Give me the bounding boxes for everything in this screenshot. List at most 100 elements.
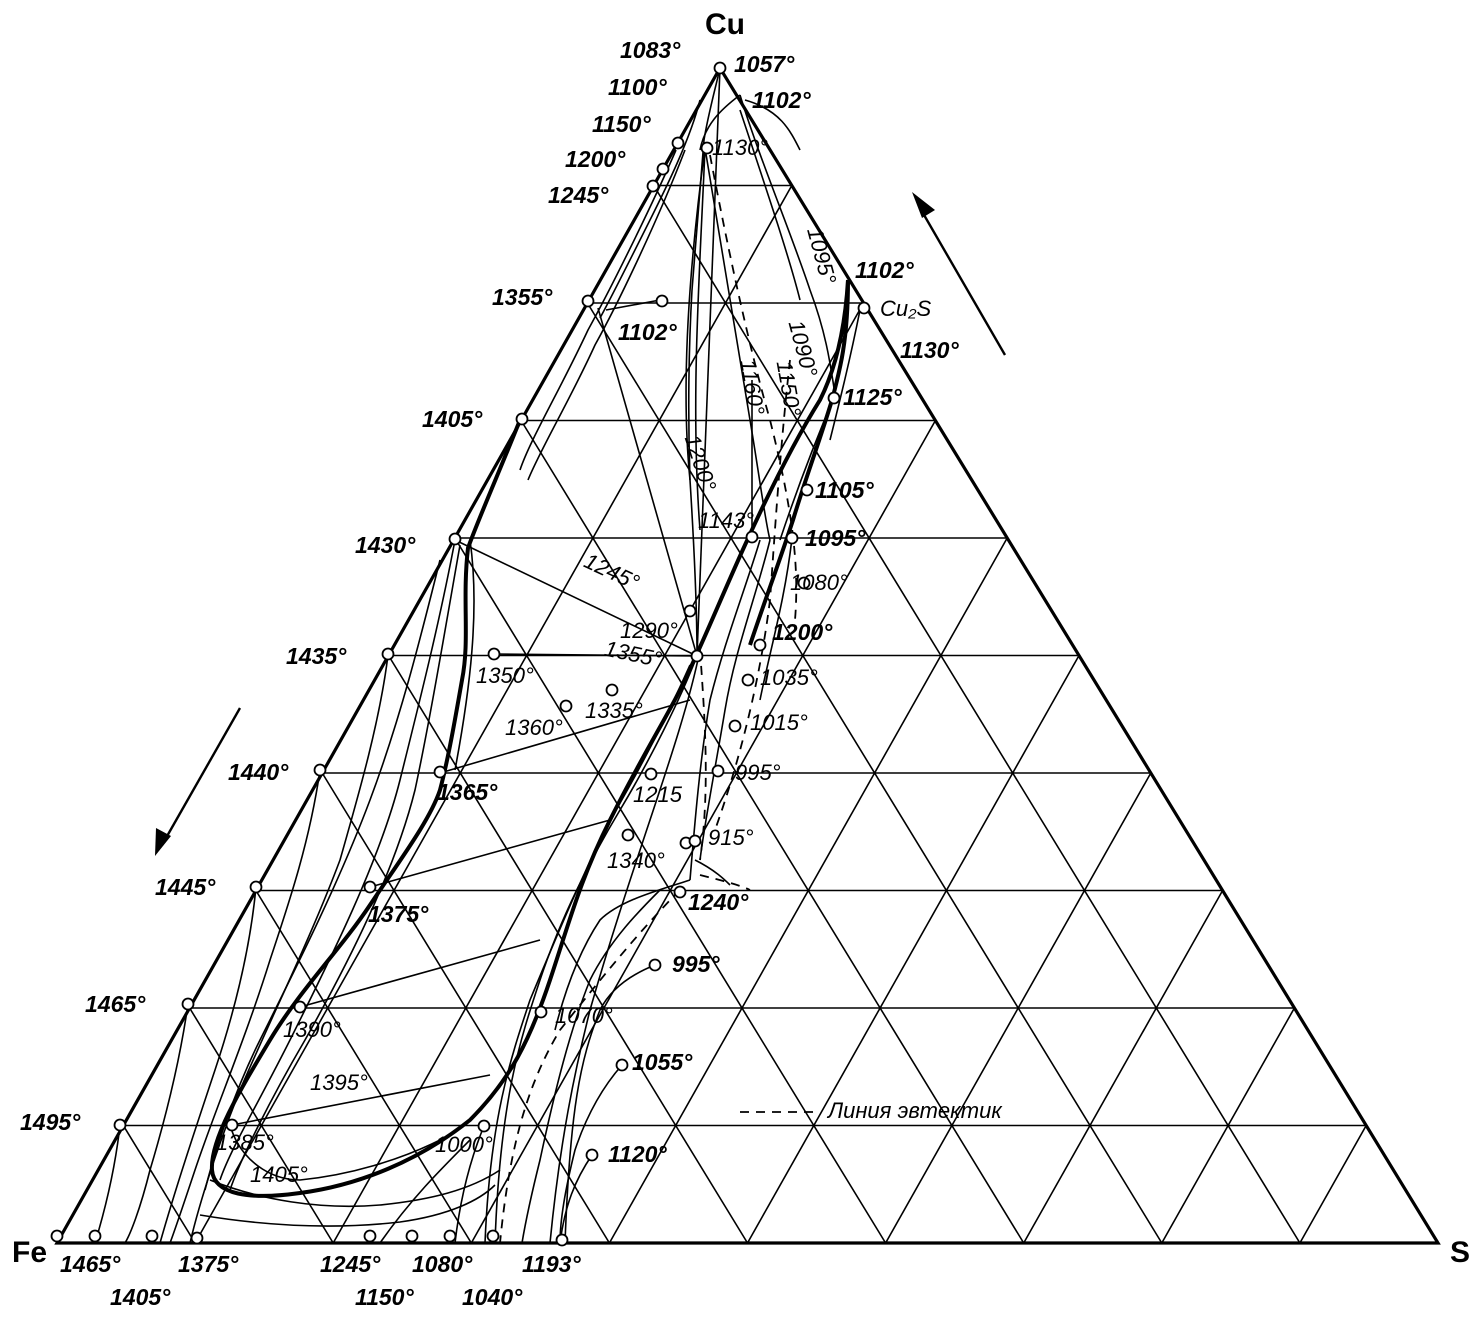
temp-label: 995°	[672, 951, 720, 977]
composition-point	[800, 483, 814, 497]
temp-label: 1385°	[216, 1130, 274, 1155]
composition-point	[673, 885, 687, 899]
composition-point	[487, 647, 501, 661]
temp-label: 1375°	[368, 901, 429, 927]
temp-label: 1083°	[620, 37, 681, 63]
grid-line	[1023, 890, 1224, 1244]
temp-label: 1245°	[320, 1251, 381, 1277]
temp-label: 1102°	[752, 87, 811, 113]
temp-label: 1350°	[476, 663, 534, 688]
grid-line	[520, 420, 1025, 1244]
composition-point	[857, 301, 871, 315]
composition-grid	[122, 184, 1367, 1244]
legend-eutectic-line: Линия эвтектик	[826, 1098, 1003, 1123]
tie-lines	[231, 67, 753, 1126]
temp-label: 1245°	[548, 182, 609, 208]
temp-label: 1200°	[772, 619, 833, 645]
composition-point	[448, 532, 462, 546]
isotherm-curves-top	[685, 67, 836, 657]
temp-label: 1080°	[790, 570, 848, 595]
composition-point	[700, 141, 714, 155]
composition-point	[181, 997, 195, 1011]
composition-point	[713, 61, 727, 75]
composition-point	[615, 1058, 629, 1072]
temp-label: 1395°	[310, 1070, 368, 1095]
composition-point	[88, 1229, 102, 1243]
temp-label: 1375°	[178, 1251, 239, 1277]
temp-label: 1015°	[750, 710, 808, 735]
top-right-labels: 1057° 1102° 1130° 1102° 1130°	[712, 51, 959, 363]
temp-label: 1095°	[805, 525, 866, 551]
composition-point	[443, 1229, 457, 1243]
isotherm-curves-right	[379, 309, 861, 1244]
temp-label: 1143°	[698, 508, 754, 533]
temp-label: 1055°	[632, 1049, 693, 1075]
composition-point	[534, 1005, 548, 1019]
composition-point	[190, 1231, 204, 1245]
composition-point	[585, 1148, 599, 1162]
composition-point	[797, 576, 811, 590]
interior-labels: 1102° 1095° 1090° 1160° 1150° 1200° 1125…	[216, 225, 902, 1187]
temp-label: 1240°	[688, 889, 749, 915]
temp-label: 1035°	[760, 665, 818, 690]
composition-point	[363, 1229, 377, 1243]
corner-label-s: S	[1450, 1236, 1470, 1269]
composition-point	[555, 1233, 569, 1247]
composition-point	[486, 1229, 500, 1243]
grid-line	[194, 185, 793, 1244]
composition-point	[655, 294, 669, 308]
composition-point	[113, 1118, 127, 1132]
temp-label: 1465°	[85, 991, 146, 1017]
composition-point	[293, 1000, 307, 1014]
temp-label: 1215	[633, 782, 683, 807]
temp-label: 1080°	[412, 1251, 473, 1277]
composition-point	[559, 699, 573, 713]
temp-label: 1100°	[608, 74, 667, 100]
composition-point	[656, 162, 670, 176]
bottom-edge-labels: 1465° 1405° 1375° 1245° 1150° 1080° 1040…	[60, 1251, 581, 1310]
corner-label-fe: Fe	[12, 1236, 47, 1269]
direction-arrow-right	[912, 192, 1007, 356]
temp-label: 915°	[708, 825, 754, 850]
composition-point	[363, 880, 377, 894]
temp-label: 1435°	[286, 643, 347, 669]
temp-label: 1365°	[437, 779, 498, 805]
temp-label: 995°	[735, 760, 781, 785]
temp-label: 1193°	[522, 1251, 581, 1277]
isotherm-curves-left	[94, 99, 701, 1244]
grid-line	[653, 185, 1301, 1244]
temp-label: 1405°	[250, 1162, 308, 1187]
composition-point	[648, 958, 662, 972]
temp-label: 1130°	[712, 135, 768, 160]
eutectic-lines	[499, 154, 820, 1244]
temp-label: 1440°	[228, 759, 289, 785]
composition-point	[605, 683, 619, 697]
compound-label-cu2s: Cu₂S	[880, 296, 932, 321]
temp-label: 1200°	[565, 146, 626, 172]
temp-label: 1105°	[815, 477, 874, 503]
temp-label: 1102°	[855, 257, 914, 283]
temp-label: 1120°	[608, 1141, 667, 1167]
composition-point	[688, 834, 702, 848]
temp-label: 1465°	[60, 1251, 121, 1277]
temp-label: 1130°	[900, 337, 959, 363]
composition-point	[621, 828, 635, 842]
temp-label: 1405°	[422, 406, 483, 432]
composition-point	[515, 412, 529, 426]
right-boundary-curve	[748, 279, 850, 646]
composition-point	[683, 604, 697, 618]
grid-line	[1299, 1125, 1367, 1244]
composition-point	[249, 880, 263, 894]
composition-point	[405, 1229, 419, 1243]
composition-point	[50, 1229, 64, 1243]
temp-label: 1445°	[155, 874, 216, 900]
left-edge-labels: 1083° 1100° 1150° 1200° 1245° 1355° 1405…	[20, 37, 681, 1135]
composition-point	[690, 649, 704, 663]
temp-label: 1150°	[592, 111, 651, 137]
composition-point	[381, 647, 395, 661]
temp-label: 1245°	[580, 548, 643, 595]
grid-line	[255, 890, 472, 1244]
miscibility-gap-boundary	[209, 279, 850, 1198]
temp-label: 1095°	[802, 225, 841, 287]
